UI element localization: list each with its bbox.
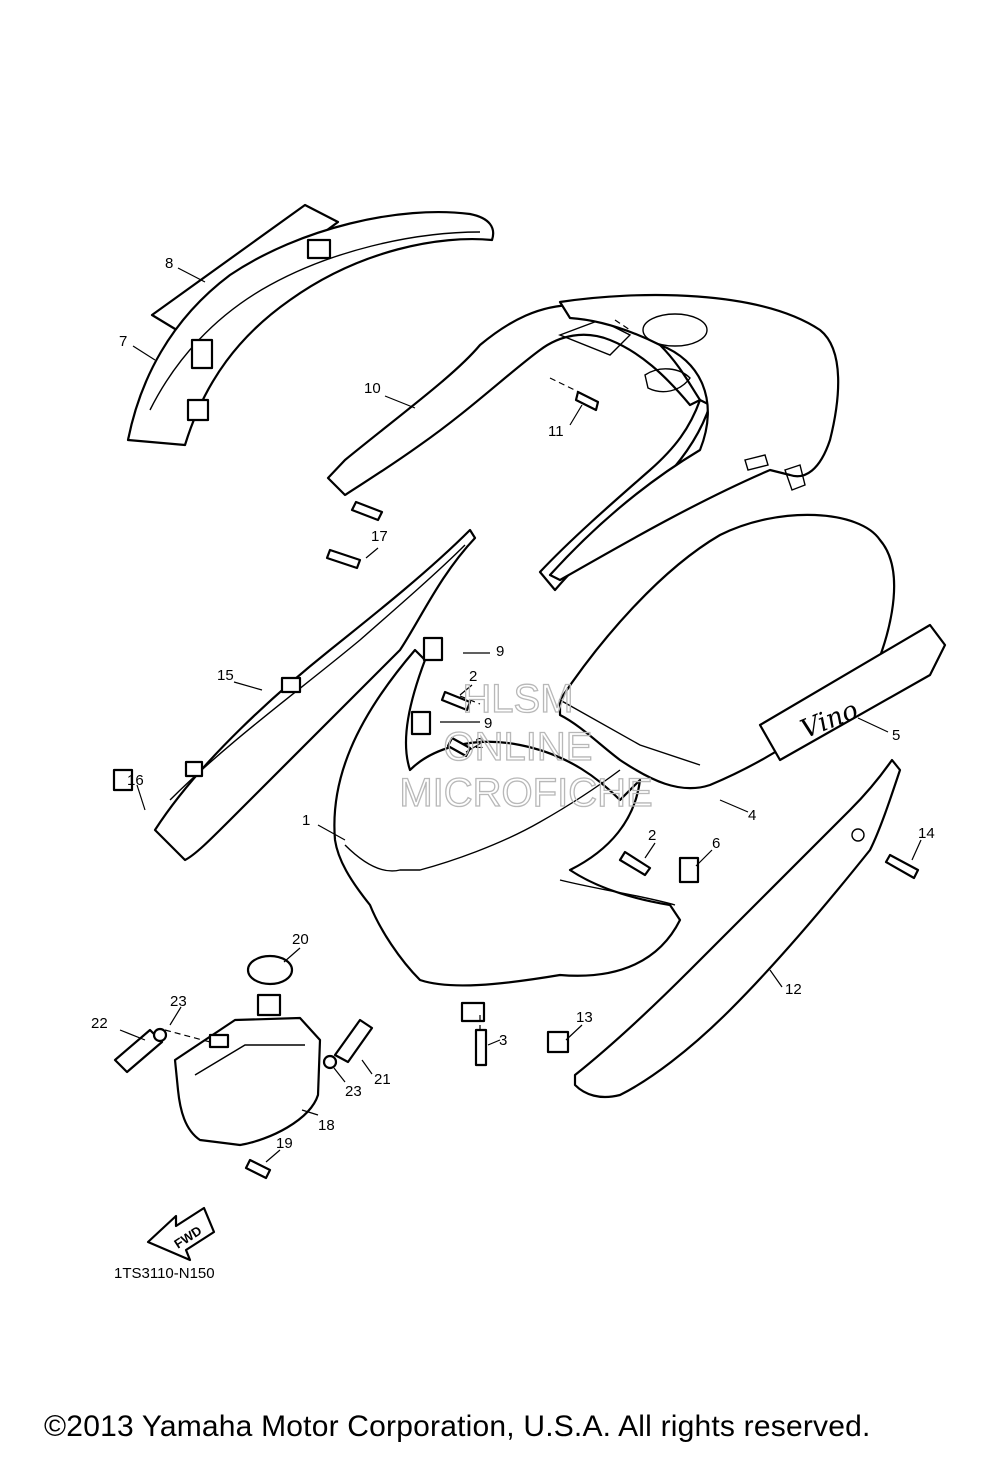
clip-13-icon — [546, 1030, 570, 1054]
part-7-rear-cover — [126, 211, 495, 447]
callout-1: 1 — [302, 812, 310, 829]
part-18-reservoir-tank — [173, 993, 322, 1147]
callout-3: 3 — [499, 1032, 507, 1049]
part-15-side-strip — [153, 528, 477, 862]
part-4-side-cover — [548, 293, 840, 582]
screw-3-icon — [474, 1028, 488, 1067]
copyright-notice: ©2013 Yamaha Motor Corporation, U.S.A. A… — [44, 1410, 871, 1443]
callout-9a: 9 — [496, 643, 504, 660]
callout-13: 13 — [576, 1009, 593, 1026]
screw-2c-icon — [618, 850, 652, 877]
callout-2c: 2 — [648, 827, 656, 844]
watermark-line-3: MICROFICHE — [399, 771, 652, 815]
clamp-23b-icon — [322, 1054, 338, 1070]
part-21-hose — [333, 1018, 374, 1064]
screw-14-icon — [884, 853, 920, 880]
screw-19-icon — [244, 1158, 272, 1180]
callout-8: 8 — [165, 255, 173, 272]
leader-lines — [119, 267, 922, 1163]
callout-16: 16 — [127, 772, 144, 789]
callout-14: 14 — [918, 825, 935, 842]
callout-4: 4 — [748, 807, 756, 824]
part-22-hose — [113, 1028, 164, 1074]
callout-17: 17 — [371, 528, 388, 545]
callout-22: 22 — [91, 1015, 108, 1032]
watermark-line-2: ONLINE — [444, 725, 593, 769]
callout-9b: 9 — [484, 715, 492, 732]
catalog-code: 1TS3110-N150 — [114, 1265, 215, 1282]
callout-23a: 23 — [170, 993, 187, 1010]
callout-19: 19 — [276, 1135, 293, 1152]
callout-23b: 23 — [345, 1083, 362, 1100]
fwd-arrow-icon: FWD — [146, 1206, 216, 1262]
screw-2b-icon — [446, 736, 472, 758]
callout-5: 5 — [892, 727, 900, 744]
watermark: HLSM ONLINE MICROFICHE — [399, 676, 654, 815]
alignment-lines — [164, 319, 631, 1043]
callout-12: 12 — [785, 981, 802, 998]
watermark-line-1: HLSM — [462, 677, 573, 721]
clamp-23a-icon — [152, 1027, 168, 1043]
clip-9a-icon — [422, 636, 444, 662]
screw-top-icon — [350, 500, 384, 522]
callout-15: 15 — [217, 667, 234, 684]
part-20-cap — [246, 954, 294, 986]
screw-11-icon — [574, 390, 600, 412]
nut-6-icon — [678, 856, 700, 884]
callout-11: 11 — [548, 423, 564, 440]
callout-2b: 2 — [475, 735, 483, 752]
screw-2a-icon — [440, 690, 472, 712]
fasteners — [112, 390, 920, 1180]
callout-18: 18 — [318, 1117, 335, 1134]
part-5-front-cover: Vino — [558, 513, 947, 790]
clip-9b-icon — [410, 710, 432, 736]
part-10-frame-cover — [326, 303, 712, 592]
callout-10: 10 — [364, 380, 381, 397]
callout-20: 20 — [292, 931, 309, 948]
callout-21: 21 — [374, 1071, 391, 1088]
part-12-lower-strip — [573, 758, 902, 1099]
callout-6: 6 — [712, 835, 720, 852]
part-1-leg-shield — [333, 648, 682, 1023]
screw-17-icon — [325, 548, 362, 570]
callout-numbers: 8 7 10 11 17 9 2 15 9 2 16 1 5 4 2 6 14 … — [91, 255, 935, 1152]
clip-16-icon — [112, 768, 134, 792]
callout-7: 7 — [119, 333, 127, 350]
callout-2a: 2 — [469, 668, 477, 685]
